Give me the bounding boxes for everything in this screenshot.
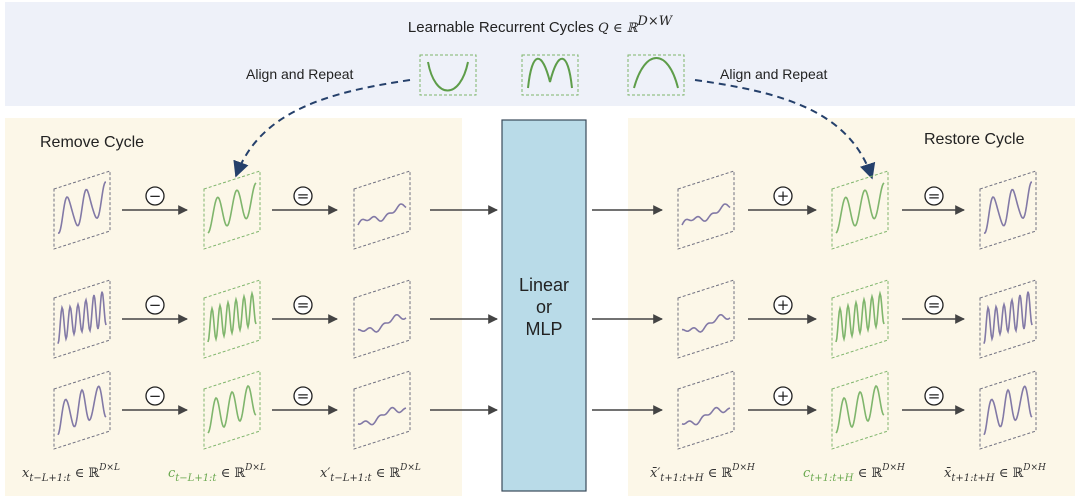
equals-operator-right-2: =: [924, 295, 944, 315]
align-arrow-left: [233, 79, 411, 178]
equals-operator-left-3: =: [293, 386, 313, 406]
residual-out-panel-3: [677, 370, 735, 450]
output-series-panel-1: [979, 170, 1037, 250]
svg-text:=: =: [928, 187, 941, 205]
svg-text:=: =: [297, 296, 310, 314]
residual-in-panel-2: [353, 279, 411, 359]
svg-text:−: −: [149, 296, 162, 314]
svg-text:+: +: [777, 296, 790, 314]
plus-operator-1: +: [773, 186, 793, 206]
svg-text:+: +: [777, 187, 790, 205]
model-label-line1: Linear: [519, 275, 569, 295]
label-output: x̄t+1:t+H ∈ ℝD×H: [944, 463, 1046, 484]
minus-operator-1: −: [145, 186, 165, 206]
restore-cycle-title: Restore Cycle: [924, 131, 1025, 148]
svg-text:=: =: [928, 296, 941, 314]
equals-operator-left-2: =: [293, 295, 313, 315]
label-input: xt−L+1:t ∈ ℝD×L: [22, 463, 120, 484]
residual-out-panel-2: [677, 279, 735, 359]
input-series-panel-2: [53, 279, 111, 359]
label-residual-out: x̄′t+1:t+H ∈ ℝD×H: [650, 463, 755, 484]
bottom-labels: xt−L+1:t ∈ ℝD×L ct−L+1:t ∈ ℝD×L x′t−L+1:…: [22, 463, 1046, 484]
remove-cycle-title: Remove Cycle: [40, 134, 144, 151]
svg-text:−: −: [149, 187, 162, 205]
learnable-cycle-m: [521, 54, 579, 96]
svg-text:−: −: [149, 387, 162, 405]
equals-operator-left-1: =: [293, 186, 313, 206]
residual-in-panel-3: [353, 370, 411, 450]
plus-operator-3: +: [773, 386, 793, 406]
model-label-line3: MLP: [525, 319, 562, 339]
header-title: Learnable Recurrent Cycles Q ∈ ℝD×W: [408, 14, 674, 36]
cycle-out-panel-1: [831, 170, 889, 250]
residual-out-panel-1: [677, 170, 735, 250]
cycle-out-panel-3: [831, 370, 889, 450]
cycle-in-panel-3: [203, 370, 261, 450]
output-series-panel-2: [979, 279, 1037, 359]
svg-text:=: =: [297, 387, 310, 405]
minus-operator-3: −: [145, 386, 165, 406]
cycle-in-panel-1: [203, 170, 261, 250]
residual-in-panel-1: [353, 170, 411, 250]
cycle-out-panel-2: [831, 279, 889, 359]
learnable-cycle-u: [419, 54, 477, 96]
model-box: [501, 119, 587, 492]
minus-operator-2: −: [145, 295, 165, 315]
equals-operator-right-3: =: [924, 386, 944, 406]
input-series-panel-1: [53, 170, 111, 250]
label-cycle-in: ct−L+1:t ∈ ℝD×L: [168, 463, 266, 484]
svg-text:=: =: [297, 187, 310, 205]
output-series-panel-3: [979, 370, 1037, 450]
header-band: [5, 2, 1075, 106]
label-residual-in: x′t−L+1:t ∈ ℝD×L: [320, 463, 421, 484]
svg-text:+: +: [777, 387, 790, 405]
cycle-in-panel-2: [203, 279, 261, 359]
svg-text:=: =: [928, 387, 941, 405]
equals-operator-right-1: =: [924, 186, 944, 206]
restore-cycle-panel: [628, 118, 1075, 496]
label-cycle-out: ct+1:t+H ∈ ℝD×H: [803, 463, 905, 484]
align-repeat-right-label: Align and Repeat: [720, 66, 828, 82]
model-label-line2: or: [536, 297, 552, 317]
input-series-panel-3: [53, 370, 111, 450]
align-repeat-left-label: Align and Repeat: [246, 66, 354, 82]
remove-cycle-panel: [5, 118, 462, 496]
plus-operator-2: +: [773, 295, 793, 315]
learnable-cycle-arc: [627, 54, 685, 96]
